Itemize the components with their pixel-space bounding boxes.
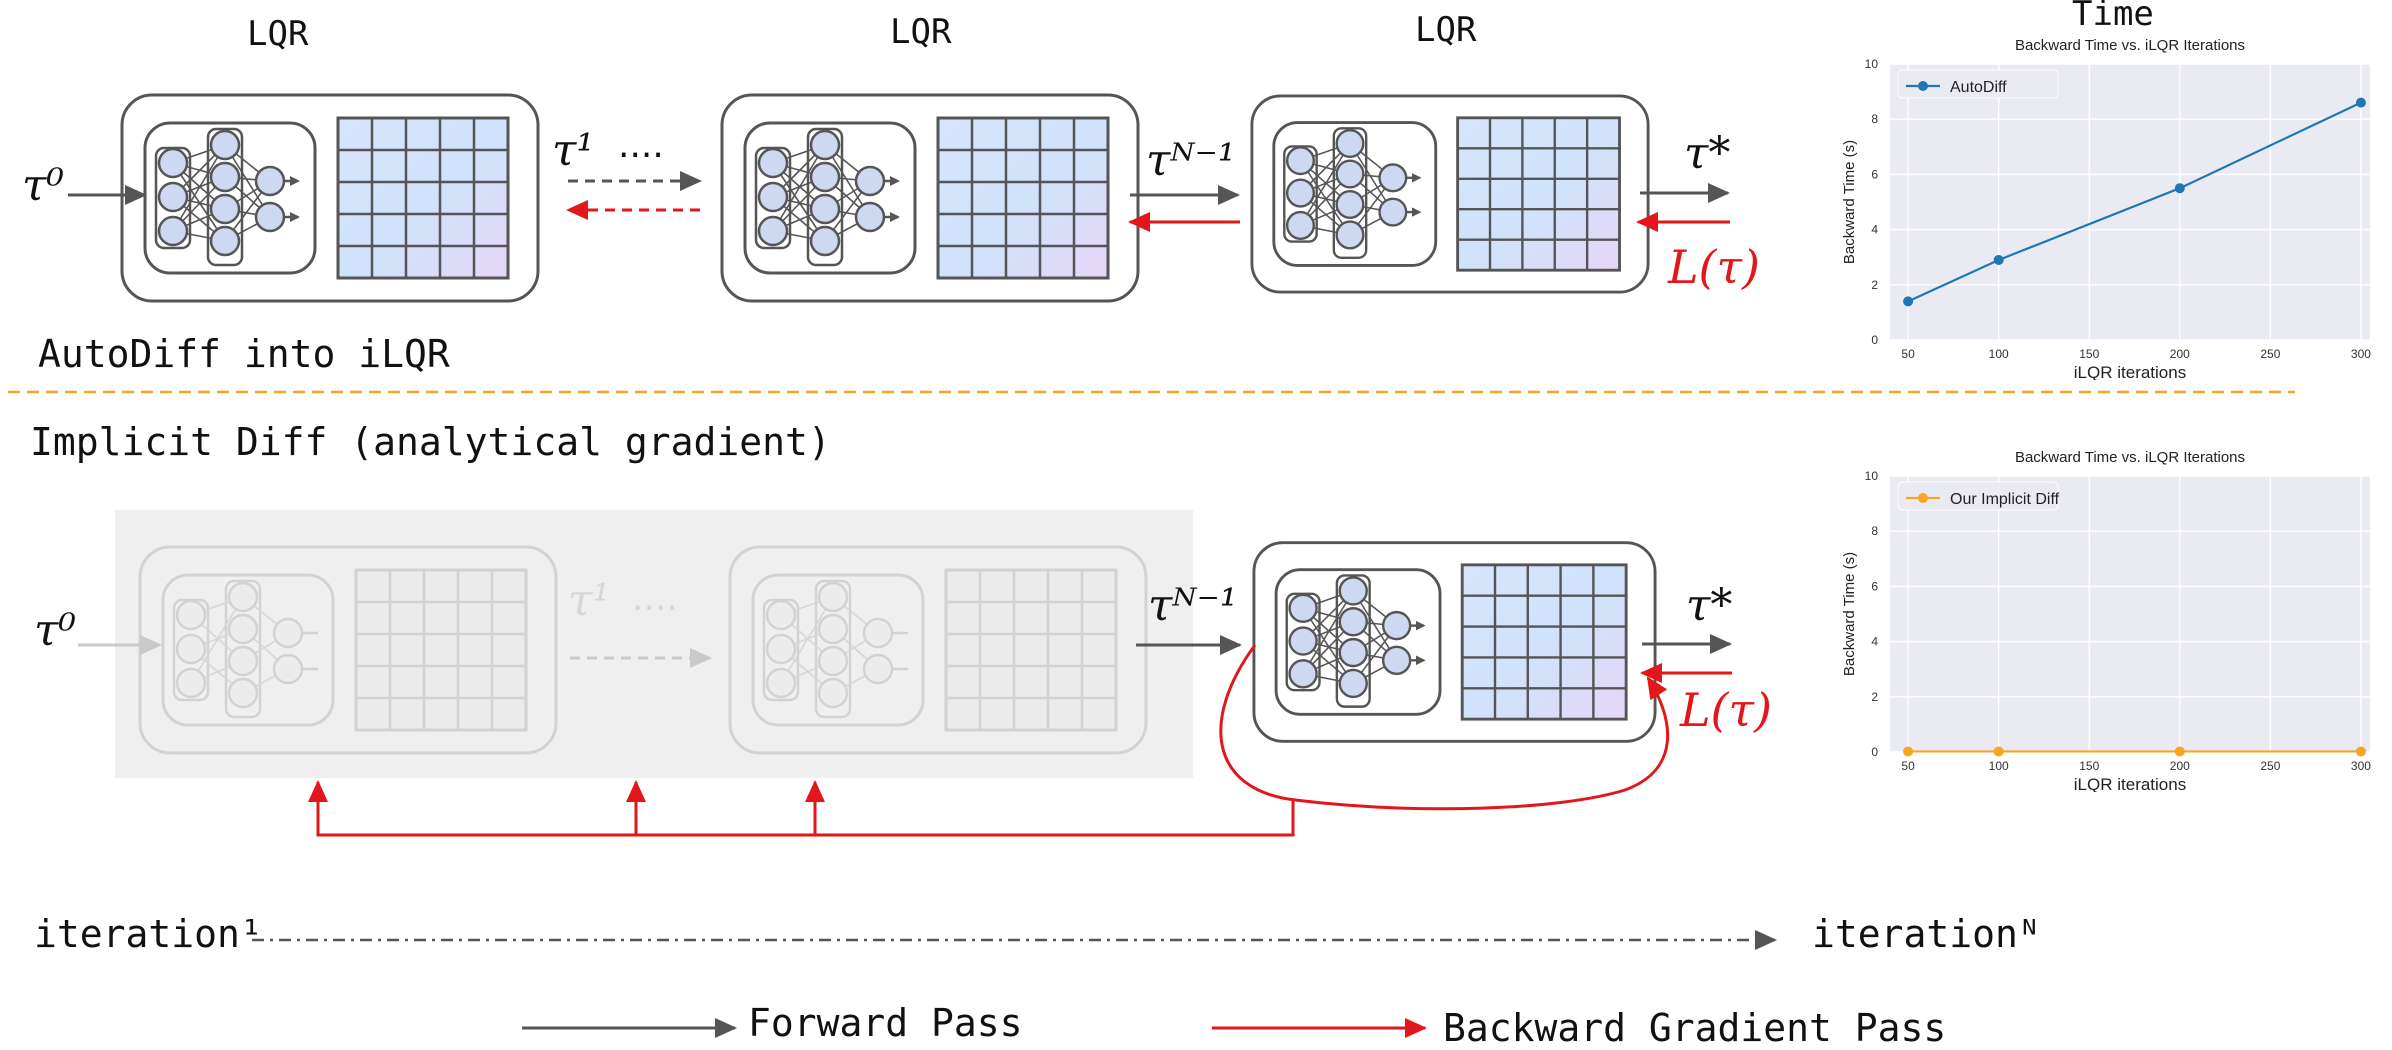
dots-top: .... (618, 125, 664, 166)
c1-data-point (2174, 746, 2185, 757)
c0-x-tick-label: 100 (1989, 347, 2009, 361)
c0-x-axis-label: iLQR iterations (2074, 363, 2186, 380)
c0-y-tick-label: 0 (1871, 333, 1878, 347)
dots-bottom: .... (632, 578, 678, 619)
c1-y-tick-label: 2 (1871, 690, 1878, 704)
c1-legend-label: Our Implicit Diff (1950, 491, 2060, 508)
c1-legend-marker (1918, 493, 1928, 503)
iteration-end-label: iterationᴺ (1812, 912, 2041, 956)
tau-n-1-top: τᴺ⁻¹ (1146, 135, 1236, 186)
lqr-label-2: LQR (890, 12, 952, 52)
time-label: Time (2072, 0, 2154, 34)
c1-y-axis-label: Backward Time (s) (1841, 552, 1858, 676)
lqr-module-1 (122, 95, 538, 301)
c0-data-point (1993, 254, 2004, 265)
implicit-section-label: Implicit Diff (analytical gradient) (30, 420, 831, 464)
c0-x-tick-label: 250 (2260, 347, 2280, 361)
c1-x-tick-label: 250 (2260, 759, 2280, 773)
c0-x-tick-label: 300 (2351, 347, 2371, 361)
tau-star-bottom: τ* (1686, 580, 1733, 631)
tau-1-bottom: τ¹ (568, 575, 610, 626)
c0-data-point (2355, 97, 2366, 108)
implicit-gradient-loop (1219, 644, 1670, 811)
c0-x-tick-label: 200 (2170, 347, 2190, 361)
c0-y-tick-label: 8 (1871, 112, 1878, 126)
c1-plot-area (1890, 476, 2370, 752)
c0-plot-area (1890, 64, 2370, 340)
tau-n-1-bottom: τᴺ⁻¹ (1148, 580, 1238, 631)
c0-x-tick-label: 50 (1901, 347, 1915, 361)
c0-x-tick-label: 150 (2079, 347, 2099, 361)
c0-data-point (1903, 296, 1914, 307)
c1-x-tick-label: 50 (1901, 759, 1915, 773)
c1-x-tick-label: 150 (2079, 759, 2099, 773)
c1-y-tick-label: 10 (1865, 469, 1879, 483)
lqr-module-3 (1252, 96, 1648, 292)
c0-y-tick-label: 10 (1865, 57, 1879, 71)
c1-data-point (1903, 746, 1914, 757)
c1-data-point (2355, 746, 2366, 757)
tau-1-top: τ¹ (552, 125, 594, 176)
chart-implicit-svg: 0 2 4 6 8 10 50 100 150 200 250 300 Backward Time vs… (1841, 449, 2371, 792)
c0-y-axis-label: Backward Time (s) (1841, 140, 1858, 264)
c0-y-tick-label: 2 (1871, 278, 1878, 292)
c1-x-tick-label: 100 (1989, 759, 2009, 773)
gradient-bus (308, 780, 1295, 837)
c1-legend-box (1897, 481, 2059, 511)
c1-y-tick-label: 6 (1871, 579, 1878, 593)
lqr-label-1: LQR (247, 14, 309, 54)
c1-x-axis-label: iLQR iterations (2074, 775, 2186, 792)
lqr-label-3: LQR (1415, 10, 1477, 50)
c0-y-tick-label: 6 (1871, 167, 1878, 181)
chart-autodiff-svg: 0 2 4 6 8 10 50 100 150 200 250 300 Backward Time vs… (1841, 37, 2371, 380)
legend-backward-label: Backward Gradient Pass (1443, 1006, 1947, 1050)
c1-x-tick-label: 300 (2351, 759, 2371, 773)
autodiff-section-label: AutoDiff into iLQR (38, 332, 450, 376)
c1-x-tick-label: 200 (2170, 759, 2190, 773)
tau-0-bottom: τ⁰ (34, 605, 76, 656)
c0-y-tick-label: 4 (1871, 223, 1878, 237)
c0-series-line (1907, 101, 2362, 303)
tau-star-top: τ* (1684, 128, 1731, 179)
tau-0-top: τ⁰ (22, 160, 64, 211)
loss-top: L(τ) (1668, 240, 1760, 294)
iteration-start-label: iteration¹ (34, 912, 263, 956)
c1-y-tick-label: 0 (1871, 745, 1878, 759)
c1-y-tick-label: 4 (1871, 635, 1878, 649)
legend-forward-label: Forward Pass (748, 1001, 1023, 1045)
c0-legend-label: AutoDiff (1950, 79, 2007, 96)
c0-chart-title: Backward Time vs. iLQR Iterations (2015, 37, 2245, 54)
loss-bottom: L(τ) (1680, 683, 1772, 737)
c1-y-tick-label: 8 (1871, 524, 1878, 538)
lqr-module-4 (1254, 543, 1655, 742)
lqr-module-2 (722, 95, 1138, 301)
c0-legend-box (1897, 69, 2059, 99)
chart-autodiff: 0 2 4 6 8 10 50 100 150 200 250 300 Backward Time vs… (1830, 28, 2380, 380)
c0-legend-marker (1918, 81, 1928, 91)
c1-chart-title: Backward Time vs. iLQR Iterations (2015, 449, 2245, 466)
c1-data-point (1993, 746, 2004, 757)
c0-data-point (2174, 183, 2185, 194)
chart-implicit: 0 2 4 6 8 10 50 100 150 200 250 300 Backward Time vs… (1830, 440, 2380, 792)
